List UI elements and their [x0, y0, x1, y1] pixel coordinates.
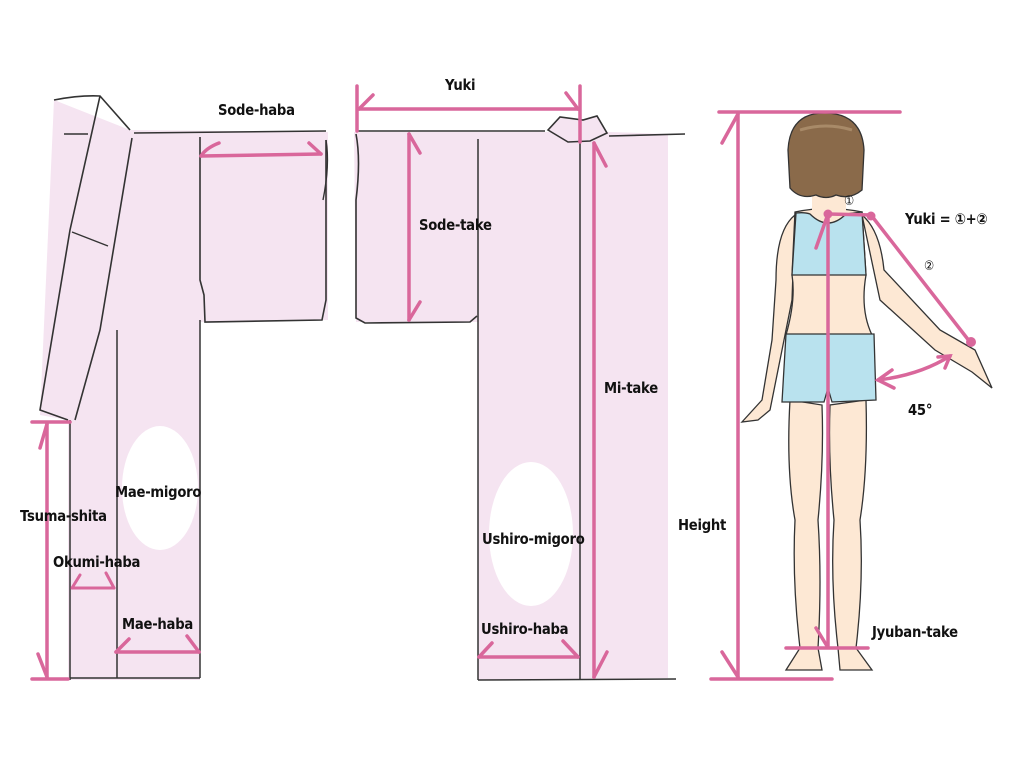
label-height: Height	[678, 516, 727, 534]
label-yuki-formula: Yuki = ①+②	[905, 210, 988, 228]
label-yuki: Yuki	[445, 76, 476, 94]
label-tsuma-shita: Tsuma-shita	[20, 507, 107, 525]
label-point-1: ①	[844, 194, 854, 209]
back-kimono	[354, 84, 686, 681]
label-mae-haba: Mae-haba	[122, 615, 194, 633]
label-ushiro-haba: Ushiro-haba	[481, 620, 569, 638]
label-sode-haba: Sode-haba	[218, 101, 295, 119]
label-sode-take: Sode-take	[419, 216, 492, 234]
body-figure	[709, 110, 993, 681]
label-okumi-haba: Okumi-haba	[53, 553, 141, 571]
label-angle-45: 45°	[908, 401, 933, 419]
label-point-2: ②	[924, 259, 934, 274]
label-ushiro-migoro: Ushiro-migoro	[482, 530, 585, 548]
label-mae-migoro: Mae-migoro	[115, 483, 202, 501]
label-mi-take: Mi-take	[604, 379, 658, 397]
front-kimono	[30, 95, 329, 681]
label-jyuban-take: Jyuban-take	[872, 623, 958, 641]
